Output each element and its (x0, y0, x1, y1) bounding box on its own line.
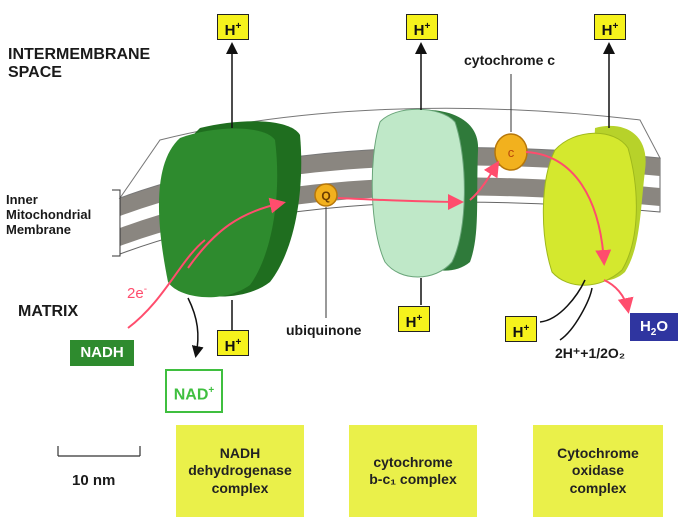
proton-box-1-top: H+ (217, 14, 249, 40)
cytochrome-c-label: cytochrome c (464, 52, 556, 68)
proton-arrows (187, 42, 615, 358)
matrix-label: MATRIX (18, 303, 79, 320)
proton-box-3-bottom: H+ (505, 316, 537, 342)
h2o-box: H2O (630, 313, 678, 341)
proton-box-3-top: H+ (594, 14, 626, 40)
scale-bar (57, 446, 141, 457)
c-mark: c (508, 145, 515, 160)
intermembrane-space-label: INTERMEMBRANE SPACE (8, 46, 151, 82)
nad-plus-box: NAD+ (165, 369, 223, 413)
nadh-box: NADH (70, 340, 134, 366)
inner-membrane-label: Inner Mitochondrial Membrane (6, 192, 92, 237)
proton-box-2-bottom: H+ (398, 306, 430, 332)
electrons-label: 2e- (127, 284, 148, 302)
membrane-bracket (112, 189, 121, 257)
proton-box-1-bottom: H+ (217, 330, 249, 356)
cytochrome-bc1-complex (371, 108, 479, 278)
ubiquinone-label: ubiquinone (286, 322, 362, 338)
q-mark: Q (321, 189, 330, 203)
scale-bar-label: 10 nm (72, 472, 116, 489)
ubiquinone-carrier (314, 183, 338, 207)
nadh-dehydrogenase-complex (158, 121, 302, 298)
cytochrome-oxidase-complex (542, 125, 646, 286)
oxygen-reaction-label: 2H⁺+1/2O₂ (555, 345, 626, 361)
electron-path (127, 151, 634, 329)
proton-box-2-top: H+ (406, 14, 438, 40)
